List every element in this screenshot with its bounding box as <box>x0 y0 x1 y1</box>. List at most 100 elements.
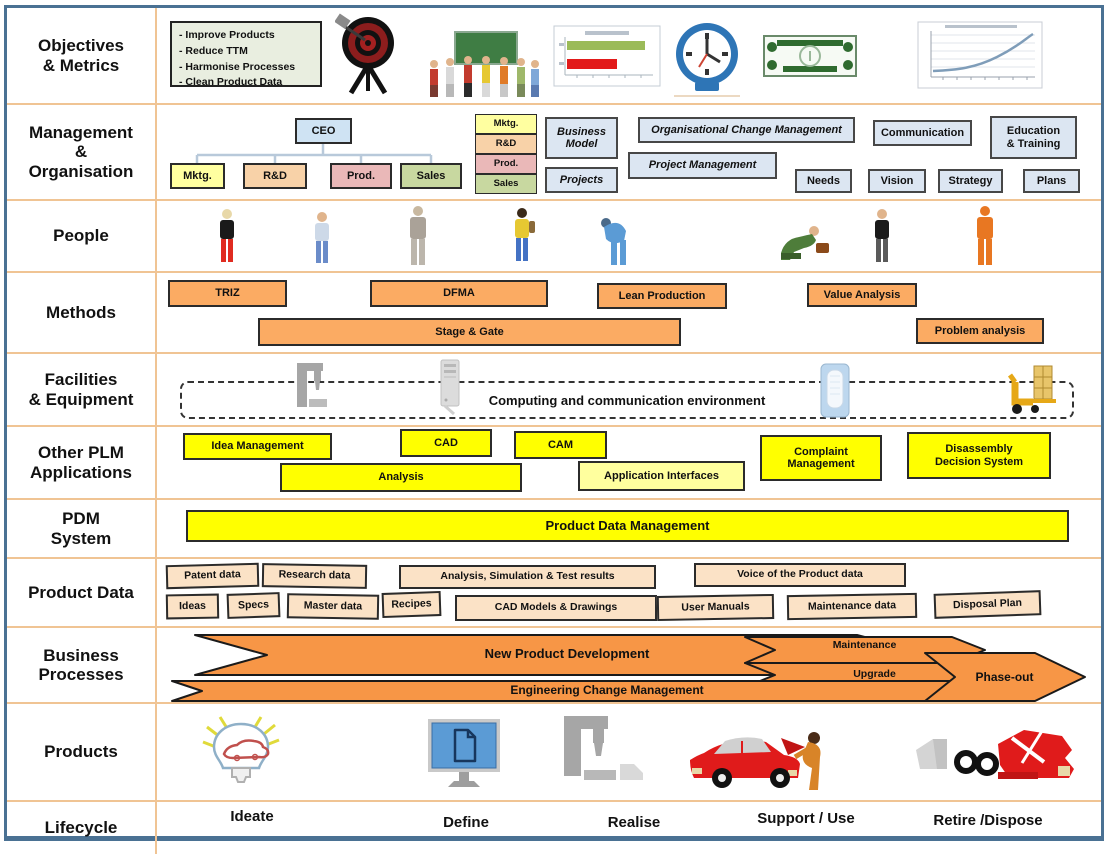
matrix-stack-mktg: Mktg. <box>475 114 537 134</box>
needs-box: Needs <box>795 169 852 193</box>
methods-content: TRIZ DFMA Lean Production Value Analysis… <box>157 273 1101 352</box>
scrapped-car-icon <box>916 730 1074 779</box>
row-processes: Business Processes New Product Developme… <box>7 628 1101 704</box>
app-cad: CAD <box>400 429 492 457</box>
pdm-content: Product Data Management <box>157 500 1101 557</box>
growth-line-chart-icon <box>917 21 1043 89</box>
org-dept-mktg: Mktg. <box>170 163 225 189</box>
org-dept-prod: Prod. <box>330 163 392 189</box>
app-idea-management: Idea Management <box>183 433 332 460</box>
lifecycle-stage-define: Define <box>443 814 489 831</box>
person-icon <box>220 209 234 262</box>
target-icon <box>335 13 394 95</box>
team-briefing-icon <box>430 31 539 97</box>
idea-bulb-icon <box>202 716 280 783</box>
data-maintenance: Maintenance data <box>786 592 918 621</box>
data-cad-models: CAD Models & Drawings <box>455 595 657 621</box>
method-dfma: DFMA <box>370 280 548 307</box>
data-patent: Patent data <box>165 562 260 590</box>
person-icon <box>315 212 329 263</box>
method-problem-analysis: Problem analysis <box>916 318 1044 344</box>
person-icon <box>977 206 993 265</box>
process-arrows <box>171 634 1086 702</box>
data-disposal: Disposal Plan <box>933 590 1042 619</box>
products-content <box>157 704 1101 800</box>
app-disassembly-decision: Disassembly Decision System <box>907 432 1051 479</box>
row-label-facilities: Facilities & Equipment <box>7 354 157 425</box>
row-label-management: Management & Organisation <box>7 105 157 199</box>
method-lean: Lean Production <box>597 283 727 309</box>
org-ceo-box: CEO <box>295 118 352 144</box>
row-management: Management & Organisation CEO Mktg. R&D … <box>7 105 1101 201</box>
upgrade-label: Upgrade <box>853 668 896 680</box>
method-stage-gate: Stage & Gate <box>258 318 681 346</box>
communication-box: Communication <box>873 120 972 146</box>
row-label-processes: Business Processes <box>7 628 157 702</box>
product-data-content: Patent data Research data Analysis, Simu… <box>157 559 1101 626</box>
app-complaint-management: Complaint Management <box>760 435 882 481</box>
data-user-manuals: User Manuals <box>656 593 775 622</box>
plans-box: Plans <box>1023 169 1080 193</box>
vision-box: Vision <box>868 169 926 193</box>
row-label-methods: Methods <box>7 273 157 352</box>
person-icon <box>515 208 535 261</box>
app-cam: CAM <box>514 431 607 459</box>
pdm-bar: Product Data Management <box>186 510 1069 542</box>
row-label-people: People <box>7 201 157 271</box>
org-change-box: Organisational Change Management <box>638 117 855 143</box>
row-product-data: Product Data Patent data Research data A… <box>7 559 1101 628</box>
objective-item: - Reduce TTM <box>179 44 248 57</box>
row-label-objectives: Objectives & Metrics <box>7 8 157 103</box>
strategy-box: Strategy <box>938 169 1003 193</box>
machine-cabinet-icon <box>820 363 850 418</box>
objective-item: - Improve Products <box>179 29 275 41</box>
org-dept-rd: R&D <box>243 163 307 189</box>
matrix-stack-rd: R&D <box>475 134 537 154</box>
lifecycle-stage-support: Support / Use <box>757 810 855 827</box>
method-triz: TRIZ <box>168 280 287 307</box>
forklift-icon <box>1007 365 1056 414</box>
row-label-products: Products <box>7 704 157 800</box>
education-training-box: Education & Training <box>990 116 1077 159</box>
org-dept-sales: Sales <box>400 163 462 189</box>
ecm-label: Engineering Change Management <box>510 683 704 697</box>
phase-out-arrow <box>924 652 1086 702</box>
data-analysis-sim: Analysis, Simulation & Test results <box>399 565 656 589</box>
row-label-lifecycle: Lifecycle <box>7 802 157 854</box>
data-research: Research data <box>261 563 368 589</box>
row-label-product-data: Product Data <box>7 559 157 626</box>
row-facilities: Facilities & Equipment Computing and com… <box>7 354 1101 427</box>
row-lifecycle: Lifecycle Ideate Define Realise Support … <box>7 802 1101 854</box>
processes-content: New Product Development Maintenance Upgr… <box>157 628 1101 702</box>
row-plm-apps: Other PLM Applications Idea Management C… <box>7 427 1101 500</box>
row-label-plm-apps: Other PLM Applications <box>7 427 157 498</box>
lifecycle-content: Ideate Define Realise Support / Use Reti… <box>157 802 1101 854</box>
lifecycle-stage-retire: Retire /Dispose <box>933 812 1043 829</box>
row-products: Products <box>7 704 1101 802</box>
lifecycle-stage-realise: Realise <box>607 814 661 831</box>
matrix-stack-prod: Prod. <box>475 154 537 174</box>
kpi-bar-chart-icon <box>553 25 661 87</box>
plm-apps-content: Idea Management CAD CAM Analysis Applica… <box>157 427 1101 498</box>
person-icon <box>410 206 426 265</box>
phase-out-label: Phase-out <box>975 670 1034 684</box>
data-recipes: Recipes <box>381 590 442 619</box>
press-machine-large-icon <box>564 716 643 780</box>
facilities-content: Computing and communication environment <box>157 354 1101 425</box>
maintenance-label: Maintenance <box>832 639 897 651</box>
matrix-stack-sales: Sales <box>475 174 537 194</box>
app-application-interfaces: Application Interfaces <box>578 461 745 491</box>
row-people: People <box>7 201 1101 273</box>
press-machine-icon <box>297 363 327 407</box>
person-bending-icon <box>601 218 626 265</box>
npd-label: New Product Development <box>484 646 650 661</box>
server-icon <box>440 359 460 416</box>
method-value-analysis: Value Analysis <box>807 283 917 307</box>
plm-matrix-diagram: Objectives & Metrics - Improve Products … <box>4 5 1104 854</box>
data-specs: Specs <box>226 592 281 619</box>
computing-environment-label: Computing and communication environment <box>488 392 766 408</box>
objectives-list: - Improve Products - Reduce TTM - Harmon… <box>170 21 322 88</box>
org-chart-lines <box>195 144 433 163</box>
cad-monitor-icon <box>428 719 500 787</box>
row-objectives: Objectives & Metrics - Improve Products … <box>7 8 1101 105</box>
